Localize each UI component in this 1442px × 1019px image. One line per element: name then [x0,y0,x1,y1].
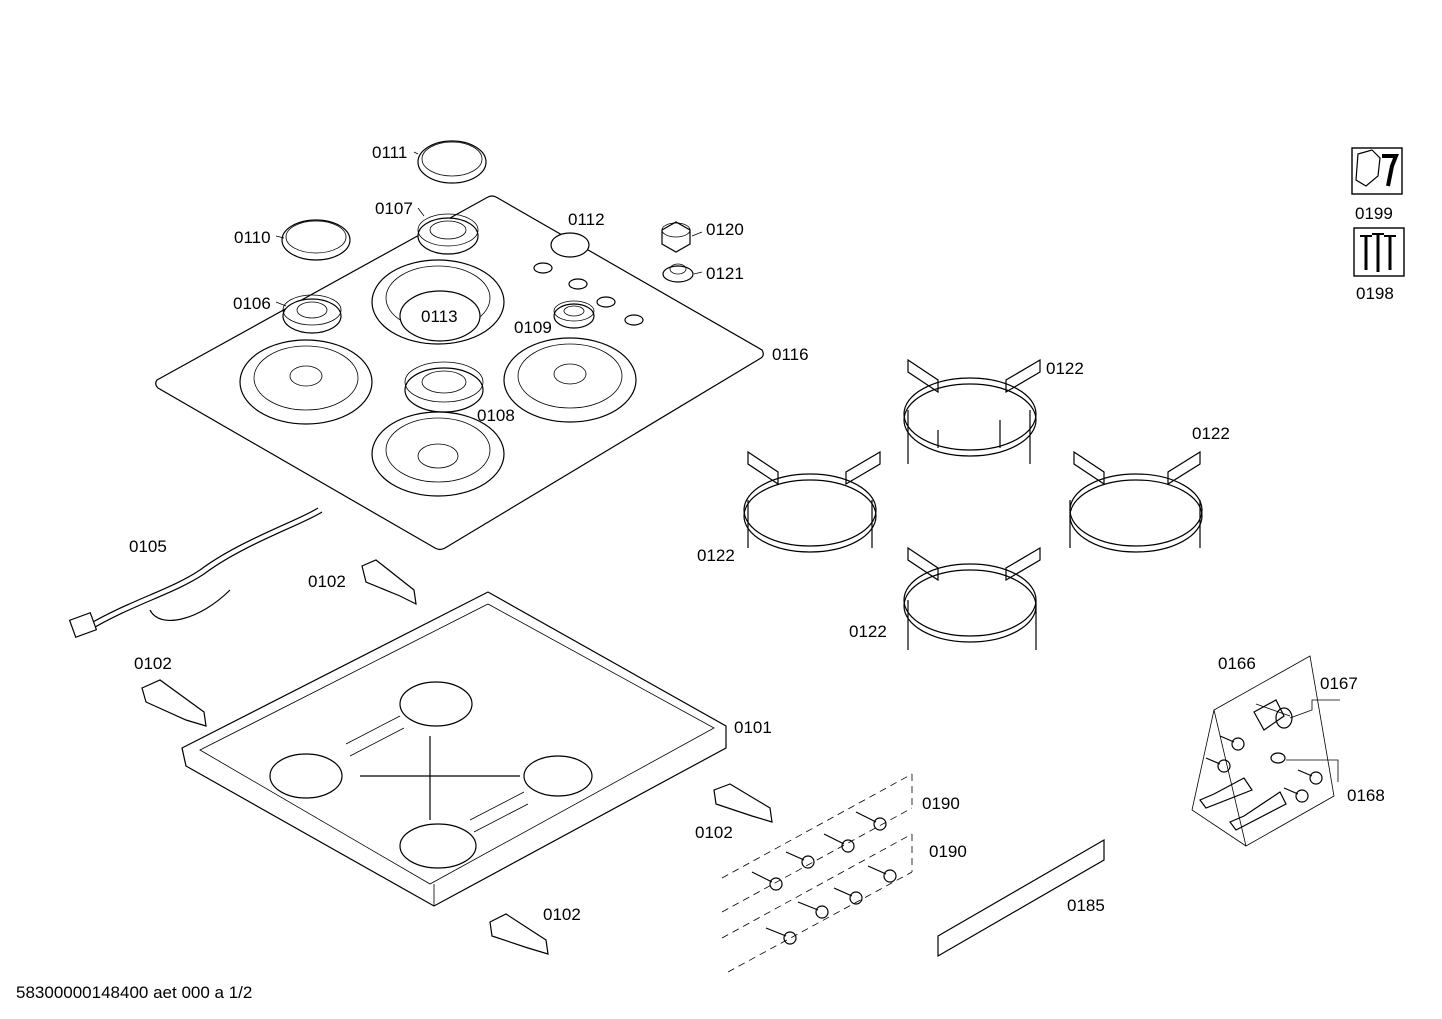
burner-cap-0111 [417,140,487,184]
callout-0166: 0166 [1218,654,1256,673]
burner-head-0108 [404,361,484,413]
pan-support-0122-left [743,450,881,553]
wrench-nut-icon [1351,147,1403,195]
callout-0112: 0112 [568,210,605,229]
burner-cap-0113 [399,290,481,342]
callout-0102-mid: 0102 [695,823,733,842]
power-cable-0105 [68,507,323,638]
callout-0168: 0168 [1347,786,1385,805]
burner-head-0109 [553,300,595,329]
callout-0198: 0198 [1356,284,1394,303]
burner-head-0107 [417,213,479,255]
leader-lines [275,151,1291,717]
bracket-0102-bottom [489,913,549,955]
callout-0167: 0167 [1320,674,1358,693]
gas-connection-kit-0166 [1191,655,1340,847]
callout-0109: 0109 [514,318,552,337]
callout-0113: 0113 [421,307,458,326]
pan-support-0122-right [1069,450,1203,553]
callout-0101: 0101 [734,718,772,737]
pan-support-0122-top [903,358,1041,464]
knob-seal-0121 [662,263,694,283]
bracket-0102-mid [713,783,773,823]
bracket-0102-top [361,559,417,606]
callout-0102-left: 0102 [134,654,172,673]
bracket-0102-left [141,679,207,727]
burner-cap-0110 [281,219,351,261]
callout-0122-top: 0122 [1046,359,1084,378]
callout-0108: 0108 [477,406,515,425]
callout-0102-top: 0102 [308,572,346,591]
callout-0120: 0120 [706,220,744,239]
screws-icon [1353,227,1405,277]
pan-support-0122-bottom [903,546,1041,650]
callout-0185: 0185 [1067,896,1105,915]
callout-0107: 0107 [375,199,413,218]
control-knob-0120 [661,221,691,253]
callout-0105: 0105 [129,537,167,556]
callout-0110: 0110 [234,228,271,247]
burner-head-0106 [282,294,342,334]
callout-0121: 0121 [706,264,744,283]
callout-0102-bottom: 0102 [543,905,581,924]
screw-set-0190 [721,773,913,973]
callout-0199: 0199 [1355,204,1393,223]
callout-0111: 0111 [372,143,407,162]
callout-0122-bottom: 0122 [849,622,887,641]
callout-0122-right: 0122 [1192,424,1230,443]
document-id: 58300000148400 aet 000 a 1/2 [16,983,252,1002]
callout-0122-left: 0122 [697,546,735,565]
callout-0190-lower: 0190 [929,842,967,861]
callout-0190-upper: 0190 [922,794,960,813]
base-tray-0101 [181,591,727,907]
callout-0116: 0116 [772,345,809,364]
burner-cap-0112 [550,232,590,258]
sealing-strip-0185 [937,838,1105,958]
callout-0106: 0106 [233,294,271,313]
